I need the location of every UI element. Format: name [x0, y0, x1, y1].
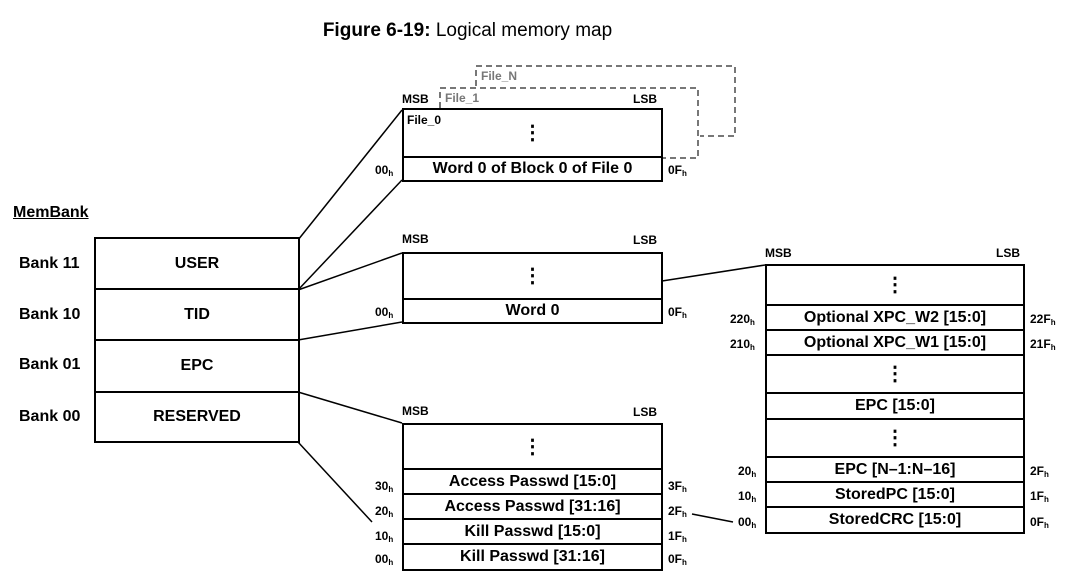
- reserved-row-access-lo: Access Passwd [15:0]: [402, 468, 663, 495]
- epc-row-xpc-w2-label: Optional XPC_W2 [15:0]: [803, 308, 987, 326]
- tid-word-label: Word 0: [505, 302, 560, 319]
- bank-label-00: Bank 00: [19, 408, 81, 425]
- figure-number: Figure 6-19:: [322, 20, 431, 41]
- reserved-left-address-20: 20h: [375, 504, 394, 519]
- epc-row-storedcrc-label: StoredCRC [15:0]: [828, 511, 962, 528]
- epc-right-address-22f: 22Fh: [1030, 312, 1056, 327]
- epc-row-xpc-w2: Optional XPC_W2 [15:0]: [765, 304, 1025, 331]
- epc-row-epc-hi-label: EPC [N–1:N–16]: [834, 460, 956, 478]
- reserved-left-address-10: 10h: [375, 529, 394, 544]
- epc-row-xpc-w1: Optional XPC_W1 [15:0]: [765, 329, 1025, 356]
- epc-right-address-0f: 0Fh: [1030, 515, 1049, 530]
- epc-connector-top: [661, 264, 766, 282]
- epc-dots-lower: ⋮: [765, 418, 1025, 458]
- epc-left-address-210: 210h: [730, 337, 755, 352]
- epc-ellipsis-lower: ⋮: [885, 427, 905, 449]
- file-1-label: File_1: [443, 91, 482, 105]
- epc-connector-bottom: [691, 513, 734, 523]
- epc-msb-label: MSB: [765, 246, 792, 260]
- tid-connector-bottom: [297, 321, 403, 341]
- reserved-connector-top: [297, 391, 403, 424]
- bank-reserved-label: RESERVED: [153, 408, 241, 425]
- epc-row-storedcrc: StoredCRC [15:0]: [765, 506, 1025, 534]
- reserved-ellipsis: ⋮: [522, 435, 543, 458]
- tid-right-address: 0Fh: [668, 305, 687, 320]
- reserved-row-access-hi-label: Access Passwd [31:16]: [444, 497, 621, 515]
- file-0-label: File_0: [407, 113, 442, 127]
- epc-dots-middle: ⋮: [765, 354, 1025, 394]
- epc-right-address-21f: 21Fh: [1030, 337, 1056, 352]
- bank-tid-label: TID: [184, 305, 210, 323]
- file-1-outline: [439, 87, 699, 159]
- reserved-lsb-label: LSB: [633, 405, 657, 419]
- reserved-row-kill-lo-label: Kill Passwd [15:0]: [464, 522, 601, 540]
- reserved-right-address-1f: 1Fh: [668, 529, 687, 544]
- user-word-row: Word 0 of Block 0 of File 0: [402, 156, 663, 182]
- tid-ellipsis: ⋮: [522, 265, 543, 287]
- reserved-right-address-3f: 3Fh: [668, 479, 687, 494]
- epc-left-address-20: 20h: [738, 464, 757, 479]
- user-word-label: Word 0 of Block 0 of File 0: [432, 160, 633, 177]
- epc-left-address-220: 220h: [730, 312, 755, 327]
- user-right-address: 0Fh: [668, 163, 687, 178]
- epc-left-address-00: 00h: [738, 515, 757, 530]
- tid-lsb-label: LSB: [633, 233, 657, 247]
- membank-heading: MemBank: [13, 204, 89, 221]
- reserved-left-address-30: 30h: [375, 479, 394, 494]
- reserved-row-access-lo-label: Access Passwd [15:0]: [448, 472, 617, 490]
- epc-row-storedpc-label: StoredPC [15:0]: [834, 485, 956, 503]
- figure-title: Figure 6-19: Logical memory map: [0, 20, 935, 42]
- user-msb-label: MSB: [402, 92, 429, 106]
- user-connector-bottom: [297, 179, 403, 291]
- reserved-row-kill-lo: Kill Passwd [15:0]: [402, 518, 663, 545]
- reserved-row-kill-hi-label: Kill Passwd [31:16]: [460, 548, 605, 565]
- file-n-label: File_N: [479, 69, 520, 83]
- reserved-right-address-0f: 0Fh: [668, 552, 687, 567]
- user-ellipsis: ⋮: [522, 122, 543, 144]
- epc-ellipsis-middle: ⋮: [885, 363, 905, 385]
- epc-left-address-10: 10h: [738, 489, 757, 504]
- epc-right-address-2f: 2Fh: [1030, 464, 1049, 479]
- epc-row-xpc-w1-label: Optional XPC_W1 [15:0]: [803, 333, 987, 351]
- bank-label-10: Bank 10: [19, 306, 81, 323]
- bank-user-label: USER: [174, 254, 220, 272]
- epc-row-epc-lo: EPC [15:0]: [765, 392, 1025, 420]
- reserved-connector-bottom: [297, 441, 373, 523]
- epc-row-storedpc: StoredPC [15:0]: [765, 481, 1025, 508]
- user-connector-top: [297, 109, 403, 241]
- tid-dots-cell: ⋮: [402, 252, 663, 300]
- epc-dots-top: ⋮: [765, 264, 1025, 306]
- bank-user: USER: [94, 237, 300, 290]
- user-left-address: 00h: [375, 163, 394, 178]
- tid-connector-top: [297, 252, 403, 291]
- user-dots-cell: ⋮: [402, 108, 663, 158]
- tid-msb-label: MSB: [402, 232, 429, 246]
- bank-reserved: RESERVED: [94, 391, 300, 443]
- figure-caption: Logical memory map: [435, 20, 613, 41]
- epc-ellipsis-top: ⋮: [885, 274, 905, 296]
- user-lsb-label: LSB: [633, 92, 657, 106]
- reserved-msb-label: MSB: [402, 404, 429, 418]
- reserved-left-address-00: 00h: [375, 552, 394, 567]
- bank-tid: TID: [94, 288, 300, 341]
- tid-word-row: Word 0: [402, 298, 663, 324]
- epc-lsb-label: LSB: [996, 246, 1020, 260]
- bank-label-01: Bank 01: [19, 356, 81, 373]
- file-n-outline: [475, 65, 736, 137]
- reserved-row-kill-hi: Kill Passwd [31:16]: [402, 543, 663, 571]
- epc-row-epc-hi: EPC [N–1:N–16]: [765, 456, 1025, 483]
- reserved-dots-cell: ⋮: [402, 423, 663, 470]
- tid-left-address: 00h: [375, 305, 394, 320]
- bank-epc: EPC: [94, 339, 300, 393]
- epc-row-epc-lo-label: EPC [15:0]: [854, 397, 936, 414]
- reserved-right-address-2f: 2Fh: [668, 504, 687, 519]
- epc-right-address-1f: 1Fh: [1030, 489, 1049, 504]
- reserved-row-access-hi: Access Passwd [31:16]: [402, 493, 663, 520]
- bank-label-11: Bank 11: [19, 255, 80, 272]
- bank-epc-label: EPC: [180, 357, 214, 374]
